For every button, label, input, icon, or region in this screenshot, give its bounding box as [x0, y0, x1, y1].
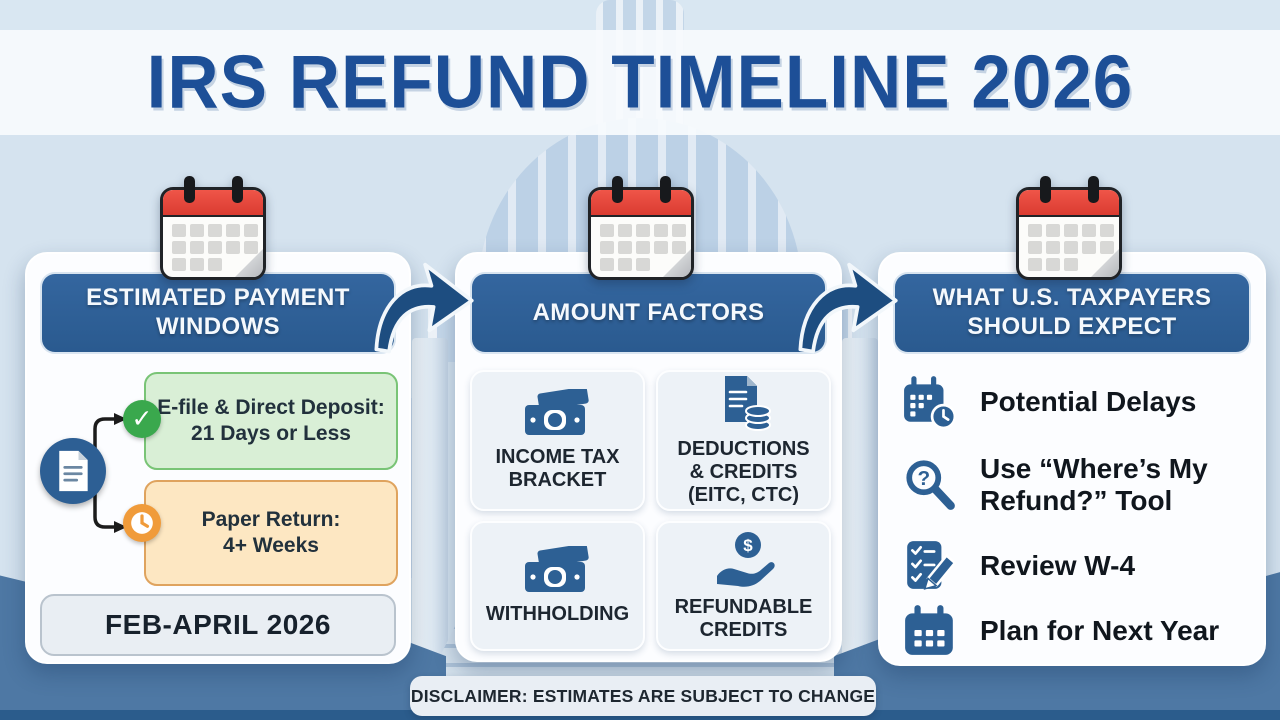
calendar-clock-icon	[904, 376, 957, 430]
calendar-icon	[1016, 176, 1122, 280]
hand-dollar-icon: $	[716, 531, 775, 587]
panel-amount-factors: AMOUNT FACTORS INCOME TAX BRACKET	[455, 252, 842, 662]
factor-refundable-credits: $ REFUNDABLE CREDITS	[656, 521, 831, 651]
expectation-label: Use “Where’s My Refund?” Tool	[980, 452, 1208, 516]
clock-icon	[123, 504, 161, 542]
panel-header: AMOUNT FACTORS	[470, 272, 827, 354]
arrow-right-icon	[798, 262, 898, 354]
calendar-grid-icon	[905, 605, 953, 655]
expectation-potential-delays: Potential Delays	[902, 370, 1250, 434]
magnifier-question-icon: ?	[906, 460, 955, 510]
tax-return-document-icon	[40, 438, 106, 504]
efile-direct-deposit-note: E-file & Direct Deposit: 21 Days or Less	[144, 372, 398, 470]
expectation-plan-next-year: Plan for Next Year	[902, 600, 1250, 662]
calendar-grid	[1028, 224, 1114, 271]
money-bill-icon	[524, 546, 589, 592]
calendar-grid	[600, 224, 686, 271]
money-bill-icon	[524, 389, 589, 435]
paper-return-note: Paper Return: 4+ Weeks	[144, 480, 398, 586]
arrow-right-icon	[374, 262, 474, 354]
expectation-label: Potential Delays	[980, 385, 1197, 417]
factor-deductions-credits: DEDUCTIONS & CREDITS (EITC, CTC)	[656, 370, 831, 511]
expectation-review-w4: Review W-4	[902, 536, 1250, 596]
check-icon: ✓	[123, 400, 161, 438]
factor-income-tax-bracket: INCOME TAX BRACKET	[470, 370, 645, 511]
document-coins-icon	[724, 375, 771, 431]
calendar-icon	[588, 176, 694, 280]
panel-header: ESTIMATED PAYMENT WINDOWS	[40, 272, 396, 354]
expectation-label: Review W-4	[980, 549, 1136, 581]
page-title: IRS REFUND TIMELINE 2026	[146, 40, 1134, 125]
calendar-icon	[160, 176, 266, 280]
expectation-wheres-my-refund: ? Use “Where’s My Refund?” Tool	[902, 442, 1250, 528]
factor-label: INCOME TAX BRACKET	[495, 446, 620, 491]
disclaimer-badge: DISCLAIMER: ESTIMATES ARE SUBJECT TO CHA…	[410, 676, 876, 716]
factor-label: DEDUCTIONS & CREDITS (EITC, CTC)	[677, 437, 810, 506]
calendar-grid	[172, 224, 258, 271]
title-band: IRS REFUND TIMELINE 2026	[0, 30, 1280, 135]
panel-taxpayer-expectations: WHAT U.S. TAXPAYERS SHOULD EXPECT Potent…	[878, 252, 1266, 666]
panel-header: WHAT U.S. TAXPAYERS SHOULD EXPECT	[893, 272, 1251, 354]
expectation-label: Plan for Next Year	[980, 614, 1220, 646]
flow-connector-arrows	[93, 413, 127, 533]
factor-label: REFUNDABLE CREDITS	[674, 595, 813, 641]
payment-window-badge: FEB-APRIL 2026	[40, 594, 396, 656]
checklist-pencil-icon	[907, 541, 957, 590]
panel-estimated-payment-windows: ESTIMATED PAYMENT WINDOWS ✓ E-file & Dir…	[25, 252, 411, 664]
factor-withholding: WITHHOLDING	[470, 521, 645, 651]
svg-text:$: $	[743, 536, 753, 555]
svg-text:?: ?	[917, 467, 930, 490]
factor-label: WITHHOLDING	[485, 603, 630, 625]
